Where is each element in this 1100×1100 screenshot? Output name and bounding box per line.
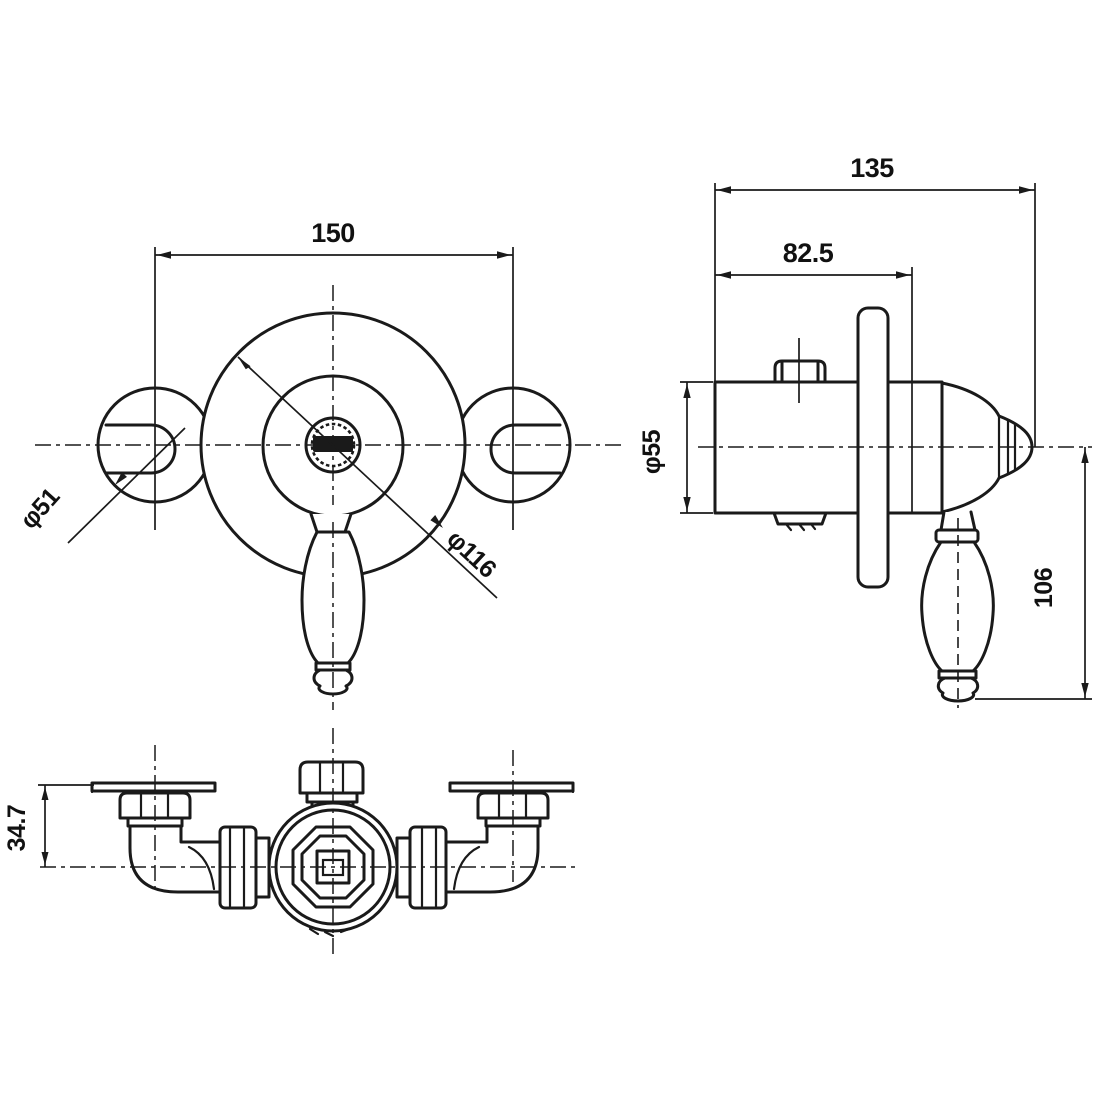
side-handle-collar: [934, 528, 980, 544]
dim-135-extensions: [714, 183, 1036, 447]
dim-plate-leader: [237, 356, 498, 599]
dim-label-side-body-depth: 82.5: [783, 238, 834, 268]
arrow-left-icon: [157, 251, 171, 259]
bottom-octagon-inner: [300, 834, 366, 900]
dim-bottom-wall-offset: 34.7: [3, 784, 94, 867]
right-wall-nut: [476, 791, 550, 820]
dim-side-body-depth: 82.5: [715, 238, 913, 513]
dim-front-width-extensions: [154, 247, 514, 530]
dim-side-body-diameter: φ55: [638, 381, 713, 514]
arrow-down-icon: [683, 497, 691, 511]
dim-label-front-width: 150: [311, 218, 355, 248]
arrow-right-icon: [1019, 186, 1033, 194]
front-view: 150 φ116 φ51: [15, 218, 625, 710]
bottom-left-elbow-assembly: [90, 781, 271, 910]
arrow-down-icon: [1081, 683, 1089, 697]
right-elbow-bend-line: [452, 845, 481, 891]
bottom-top-hex-nut: [298, 760, 365, 795]
arrow-right-icon: [896, 271, 910, 279]
front-handle-neck: [309, 512, 353, 534]
arrow-down-icon: [41, 852, 49, 865]
right-wall-nut-facets: [497, 791, 528, 820]
arrow-downleft-icon: [115, 472, 127, 485]
front-right-pipe-stub: [489, 423, 562, 475]
side-top-plug: [773, 359, 827, 384]
arrow-up-icon: [683, 384, 691, 398]
dim-front-width: 150: [154, 218, 514, 530]
arrow-left-icon: [717, 186, 731, 194]
arrow-up-icon: [1081, 449, 1089, 463]
bottom-circle-ticks: [308, 927, 351, 938]
side-view: 135 82.5 φ55 106: [638, 153, 1092, 708]
bottom-view: 34.7: [3, 728, 576, 958]
bottom-octagon-outer: [291, 825, 375, 909]
dim-label-side-body-diameter: φ55: [638, 429, 666, 474]
dim-label-side-total-depth: 135: [850, 153, 894, 183]
dim-side-handle-drop: 106: [975, 447, 1092, 700]
dim-label-bottom-wall-offset: 34.7: [3, 805, 31, 852]
bottom-top-hex-facets: [318, 760, 345, 795]
right-elbow-inner: [442, 824, 489, 844]
left-elbow-bend-line: [187, 845, 216, 891]
arrow-upleft-icon: [238, 357, 251, 370]
side-bottom-plug: [772, 511, 828, 526]
arrow-right-icon: [497, 251, 511, 259]
side-body-cylinder: [713, 380, 944, 515]
arrow-left-icon: [717, 271, 731, 279]
side-valve-dome: [940, 381, 1034, 514]
right-wall-flange: [448, 781, 575, 793]
dim-side-total-depth: 135: [714, 153, 1036, 447]
arrow-downright-icon: [430, 515, 443, 528]
side-bottom-plug-ticks: [784, 522, 817, 532]
dim-connector-leader: [67, 427, 186, 544]
left-wall-flange: [90, 781, 217, 793]
right-elbow-outer: [442, 824, 540, 894]
left-wall-nut-facets: [139, 791, 170, 820]
front-left-pipe-stub: [104, 423, 177, 475]
dim-label-front-connector-diameter: φ51: [15, 482, 66, 534]
arrow-up-icon: [41, 787, 49, 800]
left-elbow-inner: [179, 824, 226, 844]
dim-55-extensions: [680, 381, 713, 514]
left-elbow-outer: [128, 824, 226, 894]
bottom-right-elbow-assembly: [395, 781, 575, 910]
dim-label-side-handle-drop: 106: [1030, 568, 1058, 608]
